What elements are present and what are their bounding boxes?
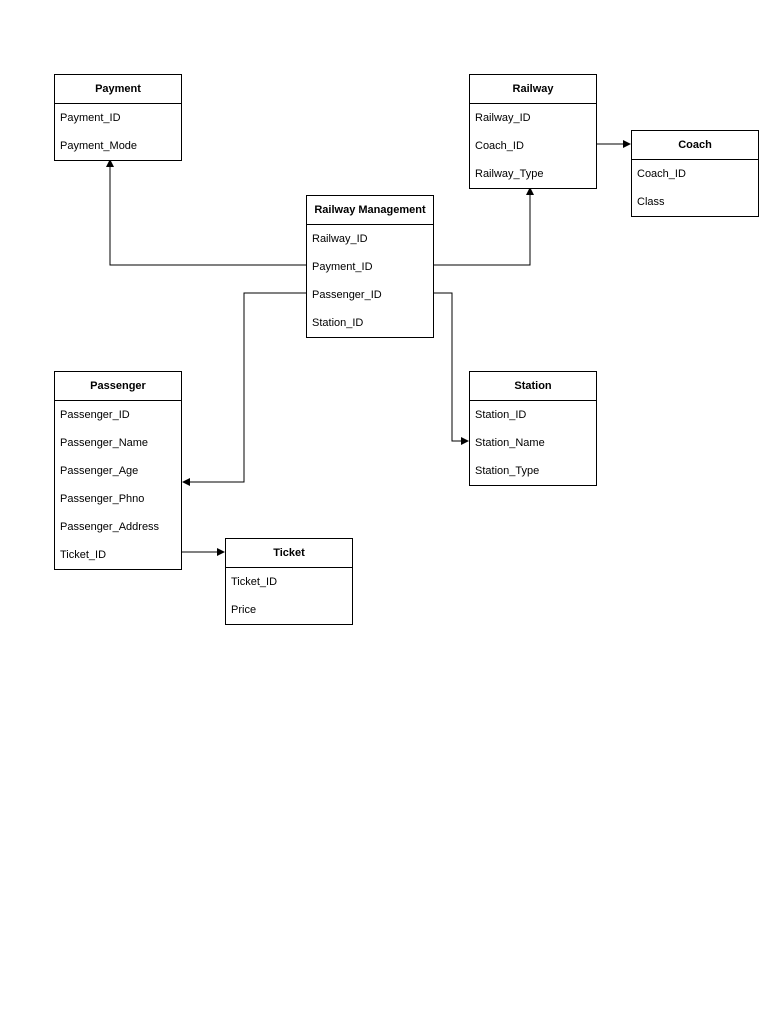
field-payment-id: Payment_ID: [60, 112, 121, 124]
entity-ticket: Ticket Ticket_ID Price: [225, 538, 353, 625]
field-ticket-id: Ticket_ID: [60, 549, 107, 561]
entity-title: Passenger: [55, 372, 181, 401]
field-railway-type: Railway_Type: [475, 168, 544, 180]
entity-railway: Railway Railway_ID Coach_ID Railway_Type: [469, 74, 597, 189]
entity-title: Railway Management: [307, 196, 433, 225]
field-railway-id: Railway_ID: [475, 112, 531, 124]
entity-railway-management: Railway Management Railway_ID Payment_ID…: [306, 195, 434, 338]
field-price: Price: [231, 604, 257, 616]
entity-fields: Payment_ID Payment_Mode: [55, 104, 181, 160]
field-payment-id: Payment_ID: [312, 261, 373, 273]
field-passenger-id: Passenger_ID: [312, 289, 382, 301]
field-payment-mode: Payment_Mode: [60, 140, 138, 152]
field-passenger-address: Passenger_Address: [60, 521, 160, 533]
entity-fields: Coach_ID Class: [632, 160, 758, 216]
entity-fields: Railway_ID Payment_ID Passenger_ID Stati…: [307, 225, 433, 337]
entity-title: Railway: [470, 75, 596, 104]
field-ticket-id: Ticket_ID: [231, 576, 278, 588]
connector-management-to-station: [434, 292, 469, 445]
entity-coach: Coach Coach_ID Class: [631, 130, 759, 217]
entity-passenger: Passenger Passenger_ID Passenger_Name Pa…: [54, 371, 182, 570]
entity-payment: Payment Payment_ID Payment_Mode: [54, 74, 182, 161]
field-station-name: Station_Name: [475, 437, 545, 449]
field-coach-id: Coach_ID: [475, 140, 524, 152]
entity-title: Payment: [55, 75, 181, 104]
entity-title: Coach: [632, 131, 758, 160]
field-station-type: Station_Type: [475, 465, 540, 477]
field-passenger-name: Passenger_Name: [60, 437, 149, 449]
entity-station: Station Station_ID Station_Name Station_…: [469, 371, 597, 486]
connector-management-to-passenger: [182, 292, 307, 486]
entity-fields: Station_ID Station_Name Station_Type: [470, 401, 596, 485]
connector-management-to-railway: [434, 187, 534, 266]
field-passenger-phno: Passenger_Phno: [60, 493, 145, 505]
field-class: Class: [637, 196, 665, 208]
field-station-id: Station_ID: [475, 409, 527, 421]
entity-fields: Passenger_ID Passenger_Name Passenger_Ag…: [55, 401, 181, 569]
connector-management-to-payment: [106, 159, 307, 266]
entity-title: Ticket: [226, 539, 352, 568]
field-coach-id: Coach_ID: [637, 168, 686, 180]
entity-fields: Ticket_ID Price: [226, 568, 352, 624]
entity-title: Station: [470, 372, 596, 401]
field-passenger-age: Passenger_Age: [60, 465, 139, 477]
field-railway-id: Railway_ID: [312, 233, 368, 245]
field-passenger-id: Passenger_ID: [60, 409, 130, 421]
entity-fields: Railway_ID Coach_ID Railway_Type: [470, 104, 596, 188]
field-station-id: Station_ID: [312, 317, 364, 329]
